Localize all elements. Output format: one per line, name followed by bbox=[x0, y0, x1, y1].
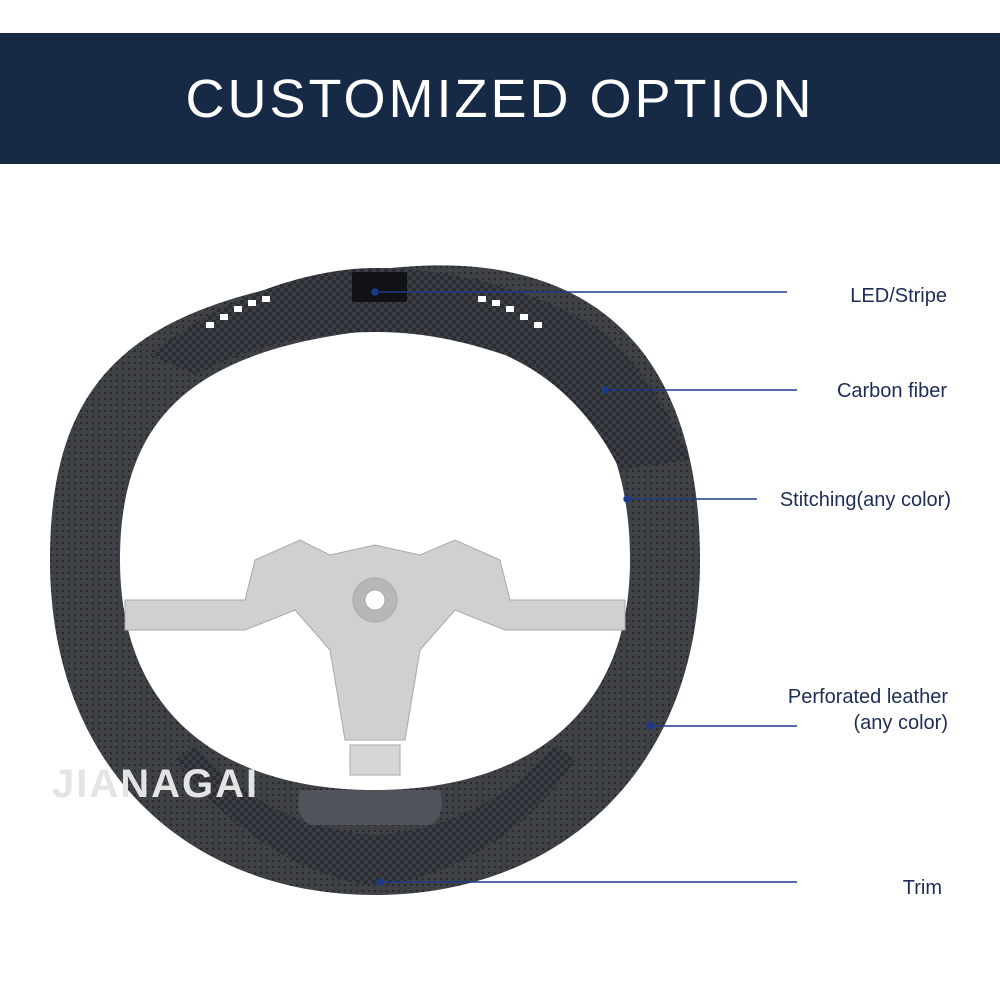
carbon-top-section bbox=[150, 268, 690, 470]
aluminum-hub bbox=[124, 539, 626, 776]
callout-dot-leather bbox=[646, 722, 654, 730]
callout-dot-carbon bbox=[601, 386, 609, 394]
callout-carbon-fiber: Carbon fiber bbox=[836, 380, 947, 402]
carbon-bottom-trim bbox=[175, 745, 575, 885]
callout-perforated-leather: Perforated leather bbox=[787, 686, 948, 708]
callout-trim: Trim bbox=[902, 877, 942, 899]
banner-title: CUSTOMIZED OPTION bbox=[185, 68, 815, 129]
callout-dot-trim bbox=[376, 878, 384, 886]
led-stripe bbox=[206, 296, 542, 328]
watermark: JIANAGAI bbox=[52, 762, 260, 806]
led-display bbox=[352, 272, 407, 302]
callout-led-stripe: LED/Stripe bbox=[850, 285, 947, 307]
header-banner: CUSTOMIZED OPTION bbox=[0, 33, 1000, 164]
callout-perforated-leather-note: (any color) bbox=[853, 712, 948, 734]
callout-dot-led bbox=[371, 288, 379, 296]
callout-dot-stitching bbox=[623, 495, 631, 503]
callout-stitching: Stitching(any color) bbox=[779, 489, 951, 511]
trim-insert bbox=[298, 790, 442, 825]
